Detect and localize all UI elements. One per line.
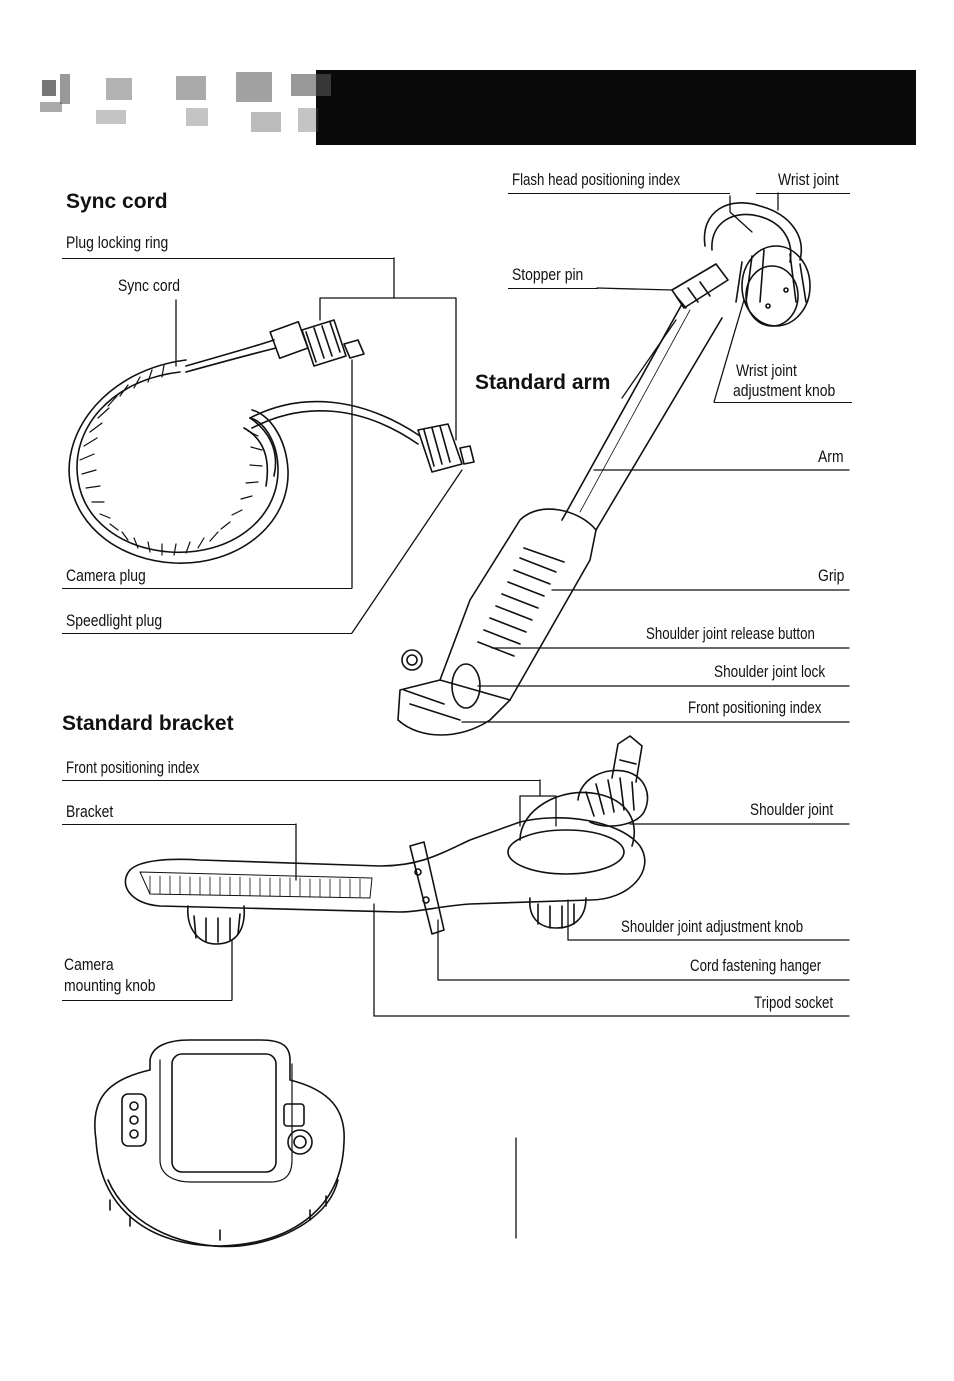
label-wrist-joint-adjustment-knob-line2: adjustment knob: [733, 381, 836, 400]
leader-stopper-pin: [508, 288, 598, 290]
label-bracket: Bracket: [66, 802, 114, 821]
label-shoulder-joint-release-button: Shoulder joint release button: [646, 624, 815, 643]
label-camera-mounting-knob-line2: mounting knob: [64, 976, 156, 995]
label-shoulder-joint-adjustment-knob: Shoulder joint adjustment knob: [621, 917, 804, 936]
label-shoulder-joint: Shoulder joint: [750, 800, 834, 819]
label-grip: Grip: [818, 566, 845, 585]
label-wrist-joint: Wrist joint: [778, 170, 839, 189]
label-shoulder-joint-lock: Shoulder joint lock: [714, 662, 826, 681]
label-cord-fastening-hanger: Cord fastening hanger: [690, 956, 822, 975]
leader-plug-locking-ring: [62, 258, 394, 260]
label-plug-locking-ring: Plug locking ring: [66, 233, 169, 252]
label-wrist-joint-adjustment-knob-line1: Wrist joint: [736, 361, 797, 380]
leader-wrist-knob: [714, 402, 852, 404]
speedlight-unit-illustration: [95, 1040, 344, 1246]
section-title-sync-cord: Sync cord: [66, 190, 168, 213]
standard-bracket-illustration: [125, 736, 647, 944]
header-scan-noise: [40, 72, 331, 132]
leader-front-index-bracket: [62, 780, 540, 782]
label-tripod-socket: Tripod socket: [754, 993, 834, 1012]
standard-arm-illustration: [398, 203, 810, 735]
label-stopper-pin: Stopper pin: [512, 265, 584, 284]
label-speedlight-plug: Speedlight plug: [66, 611, 163, 630]
label-sync-cord: Sync cord: [118, 276, 180, 295]
label-camera-plug: Camera plug: [66, 566, 146, 585]
sync-cord-illustration: [69, 320, 474, 563]
leader-bracket: [62, 824, 296, 826]
label-flash-head-positioning-index: Flash head positioning index: [512, 170, 681, 189]
leader-wrist-joint: [756, 193, 850, 195]
header-bar: [316, 70, 916, 145]
label-arm: Arm: [818, 447, 844, 466]
leader-speedlight-plug: [62, 633, 352, 635]
leader-camera-mounting-knob: [62, 1000, 232, 1002]
label-camera-mounting-knob-line1: Camera: [64, 955, 114, 974]
section-title-standard-arm: Standard arm: [475, 371, 611, 394]
section-title-standard-bracket: Standard bracket: [62, 712, 234, 735]
label-front-positioning-index-arm: Front positioning index: [688, 698, 822, 717]
leader-lines: [176, 193, 849, 1238]
leader-flash-head-index: [508, 193, 730, 195]
label-front-positioning-index-bracket: Front positioning index: [66, 758, 200, 777]
leader-camera-plug: [62, 588, 352, 590]
